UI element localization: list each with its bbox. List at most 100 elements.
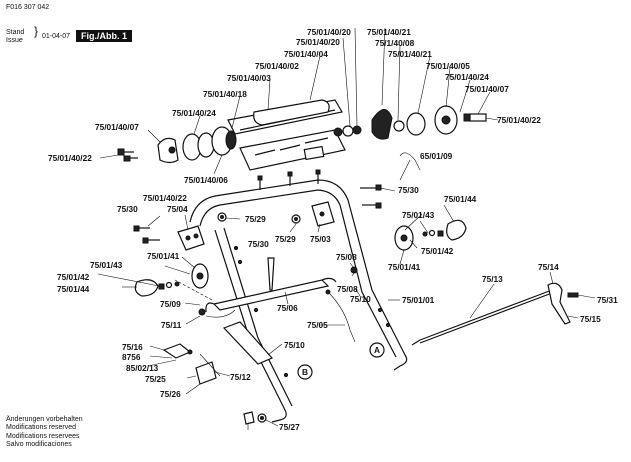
part-label: 75/31	[597, 295, 618, 305]
part-label: 75/01/43	[402, 210, 435, 220]
washer-75-29	[217, 212, 301, 224]
lower-handle-bracket	[239, 129, 346, 171]
part-label: 75/09	[160, 299, 181, 309]
screw-75-01-42-left	[158, 281, 180, 290]
part-label: 75/1/40/08	[375, 38, 415, 48]
screws-top	[257, 169, 321, 190]
small-parts-75-08	[198, 266, 358, 316]
part-label: 75/01/40/02	[255, 61, 299, 71]
roller-tube	[253, 99, 330, 126]
callout-a-label: A	[374, 345, 380, 355]
knob-cap-75-01-44-left	[134, 279, 159, 297]
right-roller-parts	[333, 105, 487, 140]
nut-75-26	[257, 413, 267, 423]
left-screws	[117, 148, 138, 162]
part-label: 85/02/13	[126, 363, 159, 373]
part-label: 75/01/44	[444, 194, 477, 204]
screw-75-30-right	[360, 184, 382, 209]
part-label: 75/01/40/20	[307, 27, 351, 37]
brace: }	[34, 24, 39, 38]
footer-notes: Änderungen vorbehalten Modifications res…	[6, 416, 83, 449]
part-label: 75/30	[248, 239, 269, 249]
footer-line: Änderungen vorbehalten	[6, 416, 83, 423]
handle-frame	[189, 179, 408, 423]
part-label: 75/10	[284, 340, 305, 350]
issue-date: 01-04-07	[42, 33, 71, 40]
part-label: 65/01/09	[420, 151, 453, 161]
knob-cap-75-01-44-right	[446, 219, 467, 241]
part-label: 75/13	[482, 274, 503, 284]
part-label: 75/01/40/07	[95, 122, 139, 132]
part-label: 75/30	[398, 185, 419, 195]
part-label: 75/01/41	[388, 262, 421, 272]
callout-b: B	[297, 364, 313, 380]
part-label: 75/01/40/18	[203, 89, 247, 99]
part-label: 75/16	[122, 342, 143, 352]
clip-75-16	[222, 321, 274, 365]
part-label: 75/08	[336, 252, 357, 262]
callout-a: A	[369, 342, 385, 358]
part-label: 75/06	[277, 303, 298, 313]
part-label: 75/01/40/24	[445, 72, 489, 82]
part-label: 75/01/40/03	[227, 73, 271, 83]
part-label: 75/25	[145, 374, 166, 384]
part-label: 75/01/40/20	[296, 37, 340, 47]
part-label: 75/01/40/06	[184, 175, 228, 185]
part-label: 75/01/40/07	[465, 84, 509, 94]
part-label: 75/01/40/04	[284, 49, 328, 59]
bracket-75-03	[311, 201, 335, 227]
part-label: 75/12	[230, 372, 251, 382]
part-label: 75/29	[245, 214, 266, 224]
left-roller-parts	[157, 126, 237, 164]
doc-number: F016 307 042	[6, 4, 50, 11]
bolt-75-30-mid	[267, 257, 275, 291]
part-label: 75/03	[310, 234, 331, 244]
part-85-02-13	[195, 361, 217, 385]
part-75-05	[162, 343, 193, 359]
footer-line: Modifications reserved	[6, 424, 77, 432]
part-label: 75/10	[350, 294, 371, 304]
part-label: 75/01/44	[57, 284, 90, 294]
screw-75-01-42-right	[422, 229, 444, 237]
part-label: 75/04	[167, 204, 188, 214]
part-label: 75/01/40/22	[497, 115, 541, 125]
part-label: 8756	[122, 352, 141, 362]
footer-line: Salvo modificaciones	[6, 440, 72, 448]
part-label: 75/01/40/22	[48, 153, 92, 163]
part-label: 75/01/40/21	[367, 27, 411, 37]
long-threaded-rod	[411, 289, 553, 346]
callout-b-label: B	[302, 367, 308, 377]
knob-75-01-41-left	[191, 263, 209, 289]
bracket-75-04	[177, 225, 205, 251]
part-label: 75/01/40/22	[143, 193, 187, 203]
screws-75-30-left	[133, 225, 160, 244]
part-label: 75/01/01	[402, 295, 435, 305]
stand-label: Stand	[6, 29, 25, 36]
cross-rod	[205, 277, 337, 313]
leader-lines	[97, 27, 596, 430]
figure-badge: Fig./Abb. 1	[76, 30, 132, 42]
bolt-75-27	[243, 411, 255, 425]
part-label: 75/01/42	[421, 246, 454, 256]
part-label: 75/08	[337, 284, 358, 294]
part-label: 75/26	[160, 389, 181, 399]
part-label: 75/11	[161, 320, 182, 330]
part-labels: 75/01/40/20 75/01/40/21 75/01/40/20 75/0…	[48, 27, 618, 432]
part-label: 75/15	[580, 314, 601, 324]
part-label: 75/27	[279, 422, 300, 432]
part-label: 75/30	[117, 204, 138, 214]
issue-label: Issue	[6, 37, 23, 44]
part-label: 75/14	[538, 262, 559, 272]
lever-75-14	[547, 282, 579, 325]
part-label: 75/01/40/21	[388, 49, 432, 59]
part-label: 75/01/40/05	[426, 61, 470, 71]
footer-line: Modifications reservees	[6, 432, 80, 440]
part-label: 75/01/40/24	[172, 108, 216, 118]
part-label: 75/29	[275, 234, 296, 244]
knob-75-01-41-right	[394, 225, 414, 251]
part-label: 75/01/41	[147, 251, 180, 261]
part-label: 75/01/42	[57, 272, 90, 282]
part-label: 75/01/43	[90, 260, 123, 270]
part-label: 75/05	[307, 320, 328, 330]
